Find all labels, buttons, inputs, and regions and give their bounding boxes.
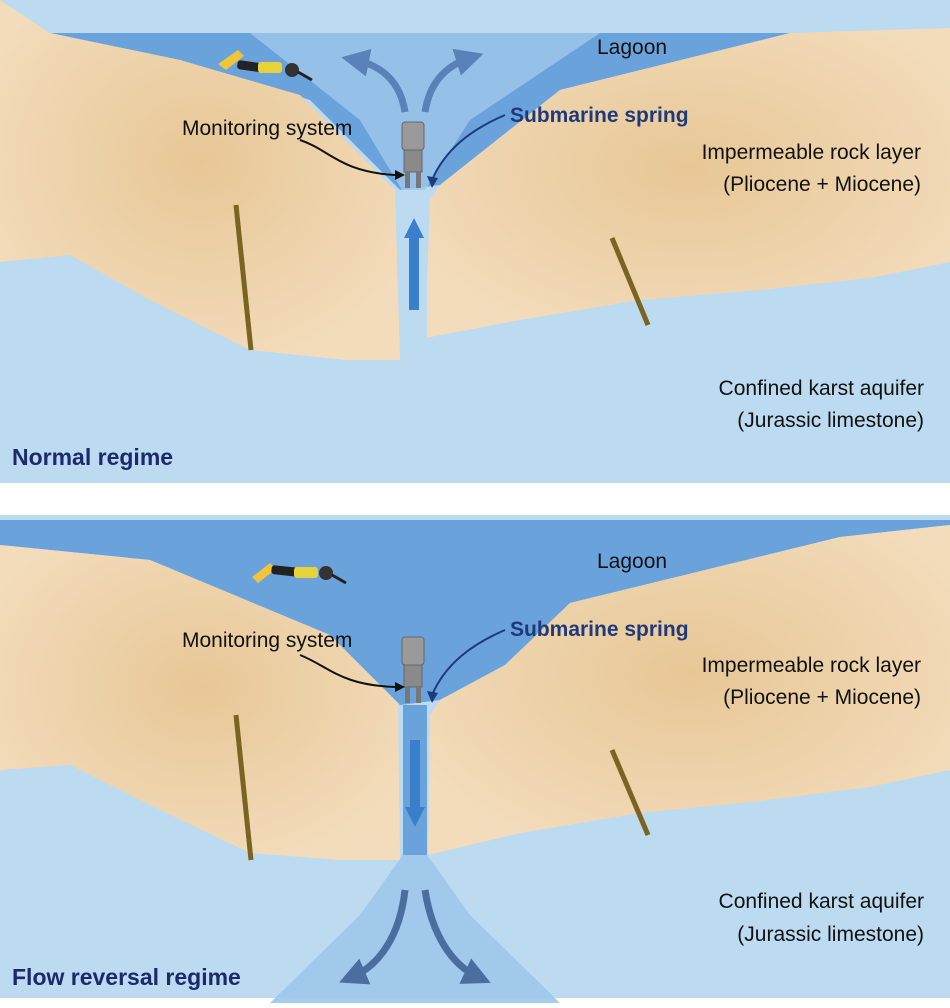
lagoon-water xyxy=(0,520,950,705)
upward-flow-arrow xyxy=(404,218,424,310)
inflow-arrow-left xyxy=(339,889,409,985)
aquifer-label: Confined karst aquifer xyxy=(719,890,924,913)
downward-flow-arrow xyxy=(405,740,425,827)
flow-reversal-regime-panel: Lagoon Monitoring system Submarine sprin… xyxy=(0,515,950,1003)
scuba-diver-icon xyxy=(218,50,313,82)
fault-line-left xyxy=(233,714,254,861)
impermeable-rock-left xyxy=(0,0,400,360)
flow-reversal-regime-diagram: Lagoon Monitoring system Submarine sprin… xyxy=(0,515,950,1003)
monitoring-device xyxy=(401,121,425,188)
lagoon-label: Lagoon xyxy=(597,36,667,59)
monitoring-callout-line xyxy=(299,654,396,688)
regime-title: Flow reversal regime xyxy=(12,964,241,990)
fault-line-right xyxy=(609,749,651,836)
monitoring-system-label: Monitoring system xyxy=(182,117,352,140)
submarine-spring-label: Submarine spring xyxy=(510,104,689,127)
spring-callout-line xyxy=(431,114,506,181)
impermeable-rock-left xyxy=(0,545,400,860)
outflow-arrow-right xyxy=(421,48,484,113)
regime-title: Normal regime xyxy=(12,444,173,470)
lagoon-label: Lagoon xyxy=(597,550,667,573)
impermeable-rock-right xyxy=(428,525,950,855)
impermeable-rock-right xyxy=(425,28,950,338)
outflow-arrow-left xyxy=(341,49,409,113)
normal-regime-diagram: Lagoon Monitoring system Submarine sprin… xyxy=(0,0,950,483)
aquifer-label: Confined karst aquifer xyxy=(719,377,924,400)
aquifer-age-label: (Jurassic limestone) xyxy=(737,923,924,946)
rock-age-label: (Pliocene + Miocene) xyxy=(723,686,921,709)
monitoring-system-label: Monitoring system xyxy=(182,629,352,652)
fault-line-left xyxy=(233,204,254,351)
rock-layer-label: Impermeable rock layer xyxy=(702,654,921,677)
rock-layer-label: Impermeable rock layer xyxy=(702,141,921,164)
scuba-diver-icon xyxy=(252,563,347,585)
monitoring-device xyxy=(401,636,425,703)
rock-age-label: (Pliocene + Miocene) xyxy=(723,173,921,196)
normal-regime-panel: Lagoon Monitoring system Submarine sprin… xyxy=(0,0,950,488)
monitoring-callout-line xyxy=(299,139,396,176)
submarine-spring-label: Submarine spring xyxy=(510,618,689,641)
fault-line-right xyxy=(609,237,651,326)
aquifer-age-label: (Jurassic limestone) xyxy=(737,409,924,432)
inflow-arrow-right xyxy=(421,889,491,984)
spring-callout-line xyxy=(431,629,506,696)
